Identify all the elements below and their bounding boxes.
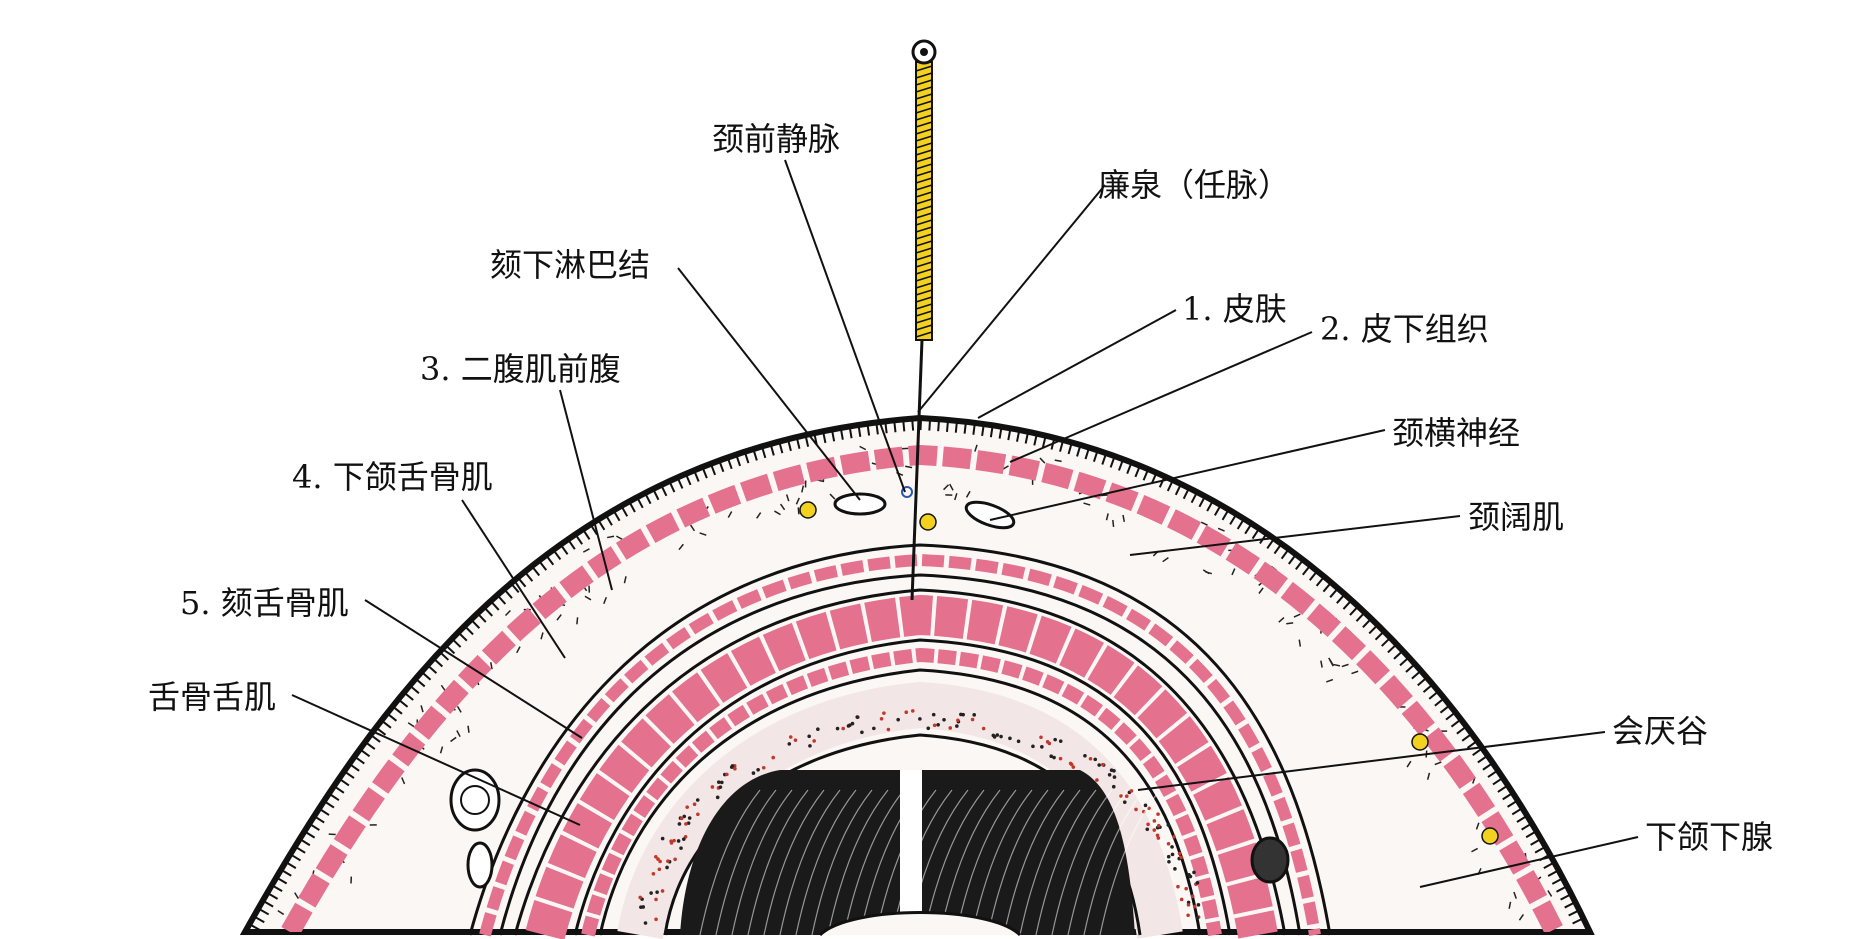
geniohyoid-muscle <box>581 647 1222 937</box>
label-geniohyoid: 5. 颏舌骨肌 <box>180 584 349 622</box>
label-anterior-jugular-vein: 颈前静脉 <box>712 120 840 158</box>
submental-lymph-node-left <box>833 492 887 516</box>
label-mylohyoid: 4. 下颌舌骨肌 <box>292 458 493 496</box>
skin-region <box>239 414 1595 935</box>
node-dot <box>919 513 937 531</box>
node-dot <box>1481 827 1499 845</box>
label-transverse-cervical-nerve: 颈横神经 <box>1392 414 1520 452</box>
left-vessel <box>449 768 501 832</box>
mylohyoid-muscle <box>525 594 1278 939</box>
node-dot <box>1411 733 1429 751</box>
acupuncture-needle <box>910 39 937 601</box>
label-lianquan: 廉泉（任脉） <box>1098 166 1290 204</box>
anterior-jugular-vein <box>901 486 913 498</box>
label-digastric-anterior: 3. 二腹肌前腹 <box>420 350 621 388</box>
right-vessel <box>1250 836 1290 884</box>
node-dot <box>799 501 817 519</box>
dotted-tissue <box>638 709 1201 925</box>
submental-lymph-node-right <box>964 500 1016 530</box>
label-vallecula: 会厌谷 <box>1612 712 1708 750</box>
label-submandibular-gland: 下颌下腺 <box>1645 818 1773 856</box>
label-skin: 1. 皮肤 <box>1182 290 1287 328</box>
epiglottic-region <box>617 681 1183 939</box>
leader-lines <box>291 159 1639 888</box>
platysma-muscle <box>281 444 1564 932</box>
digastric-anterior-belly <box>468 543 1332 936</box>
label-hyoglossus: 舌骨舌肌 <box>148 678 276 716</box>
median-septum <box>900 770 922 935</box>
skin-layer <box>248 418 1584 931</box>
label-subcutaneous: 2. 皮下组织 <box>1320 310 1489 348</box>
label-submental-lymph-node: 颏下淋巴结 <box>490 246 650 284</box>
label-platysma: 颈阔肌 <box>1468 498 1564 536</box>
